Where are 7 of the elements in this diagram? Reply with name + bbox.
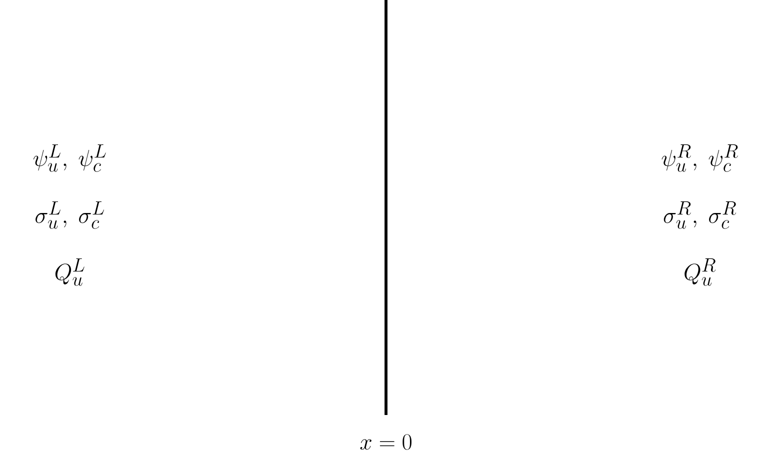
variable-label: $Q_u^L$	[55, 258, 84, 286]
axis-label: $x = 0$	[360, 434, 412, 450]
variable-label: $\psi_u^R,\ \psi_c^R$	[662, 144, 738, 172]
variable-label: $\sigma_u^L,\ \sigma_c^L$	[36, 201, 104, 229]
variable-label: $Q_u^R$	[684, 258, 716, 286]
variable-label: $\sigma_u^R,\ \sigma_c^R$	[664, 201, 736, 229]
variable-label: $\psi_u^L,\ \psi_c^L$	[33, 144, 106, 172]
